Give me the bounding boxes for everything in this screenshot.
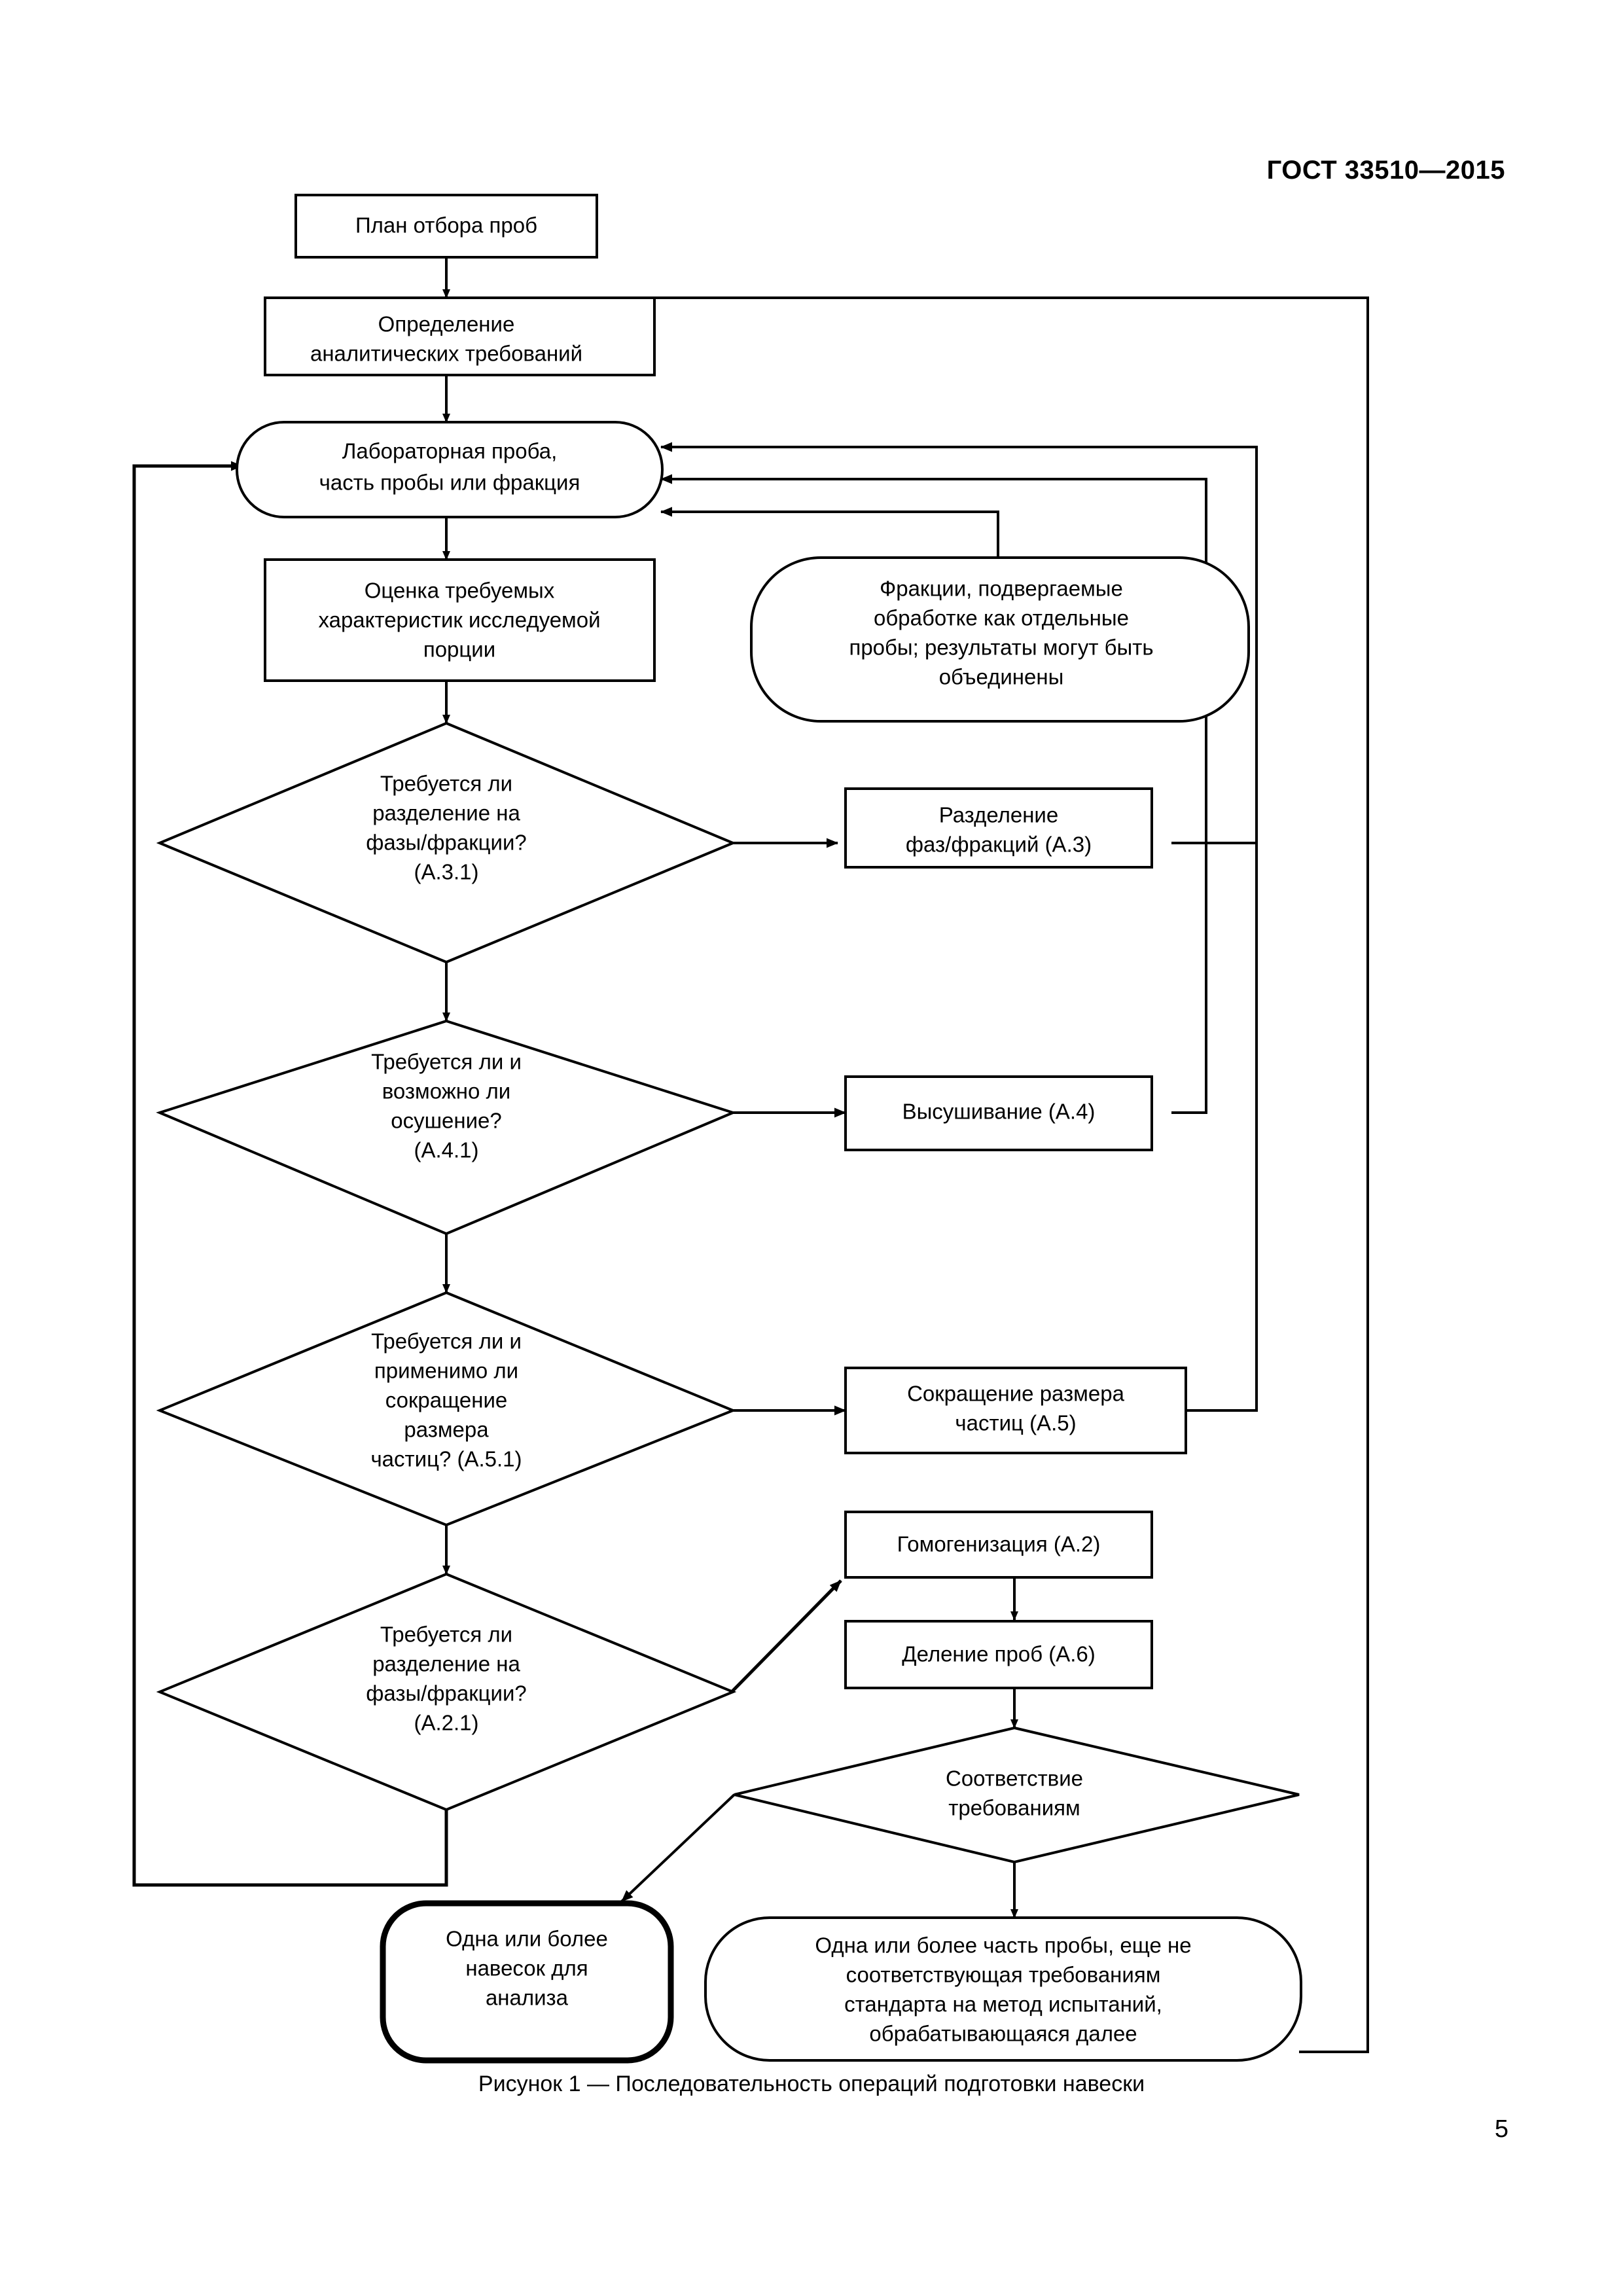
- node-non-compliant-line-3: обрабатывающаяся далее: [869, 2022, 1137, 2046]
- connector-feedback-left-rail-to-laboratory-sample: [132, 461, 448, 1887]
- node-decision-a41-line-3: (А.4.1): [414, 1138, 478, 1162]
- node-decision-a51-line-4: частиц? (А.5.1): [370, 1447, 522, 1471]
- node-non-compliant-line-1: соответствующая требованиям: [846, 1963, 1161, 1987]
- connector-phase-separation-feedback-to-laboratory-sample: [660, 442, 1258, 844]
- node-decision-a31-line-0: Требуется ли: [380, 772, 512, 796]
- node-analytical-requirements[interactable]: Определение аналитических требований: [264, 296, 656, 376]
- node-decision-a41-line-2: осушение?: [391, 1109, 502, 1133]
- node-decision-a51-line-1: применимо ли: [374, 1359, 518, 1383]
- node-decision-a31-line-3: (А.3.1): [414, 860, 478, 884]
- node-non-compliant-line-2: стандарта на метод испытаний,: [844, 1992, 1162, 2017]
- node-fractions-note[interactable]: Фракции, подвергаемые обработке как отде…: [750, 556, 1250, 723]
- node-phase-separation-a3[interactable]: Разделение фаз/фракций (А.3): [844, 787, 1153, 869]
- node-decision-a21-line-1: разделение на: [372, 1652, 520, 1676]
- node-decision-a21-line-0: Требуется ли: [380, 1623, 512, 1647]
- node-test-portions-line-1: навесок для: [465, 1956, 588, 1981]
- node-decision-a41-line-1: возможно ли: [382, 1079, 510, 1103]
- node-decision-a21-line-3: (А.2.1): [414, 1711, 478, 1735]
- node-homogenization-line-0: Гомогенизация (А.2): [897, 1532, 1101, 1556]
- node-homogenization-a2[interactable]: Гомогенизация (А.2): [844, 1511, 1153, 1579]
- node-assessment-line-1: характеристик исследуемой: [318, 608, 600, 632]
- node-laboratory-sample-line-0: Лабораторная проба,: [342, 439, 558, 463]
- node-non-compliant-line-0: Одна или более часть пробы, еще не: [815, 1933, 1191, 1958]
- node-decision-a21-line-2: фазы/фракции?: [366, 1681, 527, 1706]
- node-assessment-line-2: порции: [423, 637, 495, 662]
- node-decision-a31-line-2: фазы/фракции?: [366, 831, 527, 855]
- node-analytical-requirements-line-0: Определение: [378, 312, 515, 336]
- flowchart-connectors: [132, 257, 1369, 2053]
- node-decision-a31-line-1: разделение на: [372, 801, 520, 825]
- node-decision-phase-separation-a21[interactable]: Требуется ли разделение на фазы/фракции?…: [156, 1572, 737, 1812]
- node-sampling-plan[interactable]: План отбора проб: [294, 194, 598, 259]
- node-test-portions-line-2: анализа: [486, 1986, 569, 2010]
- node-decision-drying-a41[interactable]: Требуется ли и возможно ли осушение? (А.…: [156, 1019, 737, 1236]
- node-test-portions[interactable]: Одна или более навесок для анализа: [380, 1900, 674, 2064]
- connector-particle-size-feedback-join: [1186, 844, 1258, 1412]
- node-particle-size-line-0: Сокращение размера: [907, 1382, 1125, 1406]
- page-header-standard-number: ГОСТ 33510—2015: [1266, 156, 1505, 185]
- node-decision-compliance[interactable]: Соответствие требованиям: [734, 1726, 1300, 1864]
- node-fractions-note-line-1: обработке как отдельные: [874, 606, 1129, 630]
- node-decision-a51-line-2: сокращение: [385, 1388, 508, 1412]
- connector-decision-a21-to-homogenization: [730, 1579, 842, 1693]
- node-decision-particle-size-a51[interactable]: Требуется ли и применимо ли сокращение р…: [156, 1291, 737, 1527]
- node-non-compliant-portions[interactable]: Одна или более часть пробы, еще не соотв…: [704, 1916, 1302, 2062]
- node-decision-compliance-line-1: требованиям: [948, 1796, 1080, 1820]
- node-drying-a4[interactable]: Высушивание (А.4): [844, 1075, 1153, 1151]
- node-laboratory-sample-line-1: часть пробы или фракция: [319, 471, 580, 495]
- figure-caption: Рисунок 1 — Последовательность операций …: [478, 2072, 1145, 2096]
- node-sample-division-line-0: Деление проб (А.6): [902, 1642, 1096, 1666]
- node-decision-a51-line-3: размера: [404, 1418, 489, 1442]
- connector-compliance-to-test-portions: [620, 1793, 736, 1903]
- node-laboratory-sample[interactable]: Лабораторная проба, часть пробы или фрак…: [236, 421, 664, 518]
- node-sample-division-a6[interactable]: Деление проб (А.6): [844, 1620, 1153, 1689]
- node-fractions-note-line-0: Фракции, подвергаемые: [880, 577, 1123, 601]
- node-particle-size-reduction-a5[interactable]: Сокращение размера частиц (А.5): [844, 1367, 1187, 1454]
- node-decision-compliance-line-0: Соответствие: [946, 1767, 1083, 1791]
- node-fractions-note-line-2: пробы; результаты могут быть: [849, 636, 1153, 660]
- node-decision-a41-line-0: Требуется ли и: [371, 1050, 522, 1074]
- page-number: 5: [1494, 2115, 1508, 2143]
- connector-fractions-note-to-laboratory-sample: [660, 507, 999, 560]
- node-drying-line-0: Высушивание (А.4): [902, 1100, 1096, 1124]
- node-particle-size-line-1: частиц (А.5): [955, 1411, 1076, 1435]
- node-analytical-requirements-line-1: аналитических требований: [310, 342, 582, 366]
- connector-drying-feedback-to-laboratory-sample: [660, 474, 1207, 1114]
- node-fractions-note-line-3: объединены: [939, 665, 1064, 689]
- node-sampling-plan-line-0: План отбора проб: [355, 213, 537, 238]
- node-phase-separation-line-0: Разделение: [939, 803, 1058, 827]
- node-assessment[interactable]: Оценка требуемых характеристик исследуем…: [264, 558, 656, 682]
- node-decision-a51-line-0: Требуется ли и: [371, 1329, 522, 1354]
- node-test-portions-line-0: Одна или более: [446, 1927, 608, 1951]
- node-phase-separation-line-1: фаз/фракций (А.3): [906, 833, 1092, 857]
- node-decision-phase-separation-a31[interactable]: Требуется ли разделение на фазы/фракции?…: [156, 721, 737, 964]
- node-assessment-line-0: Оценка требуемых: [365, 579, 555, 603]
